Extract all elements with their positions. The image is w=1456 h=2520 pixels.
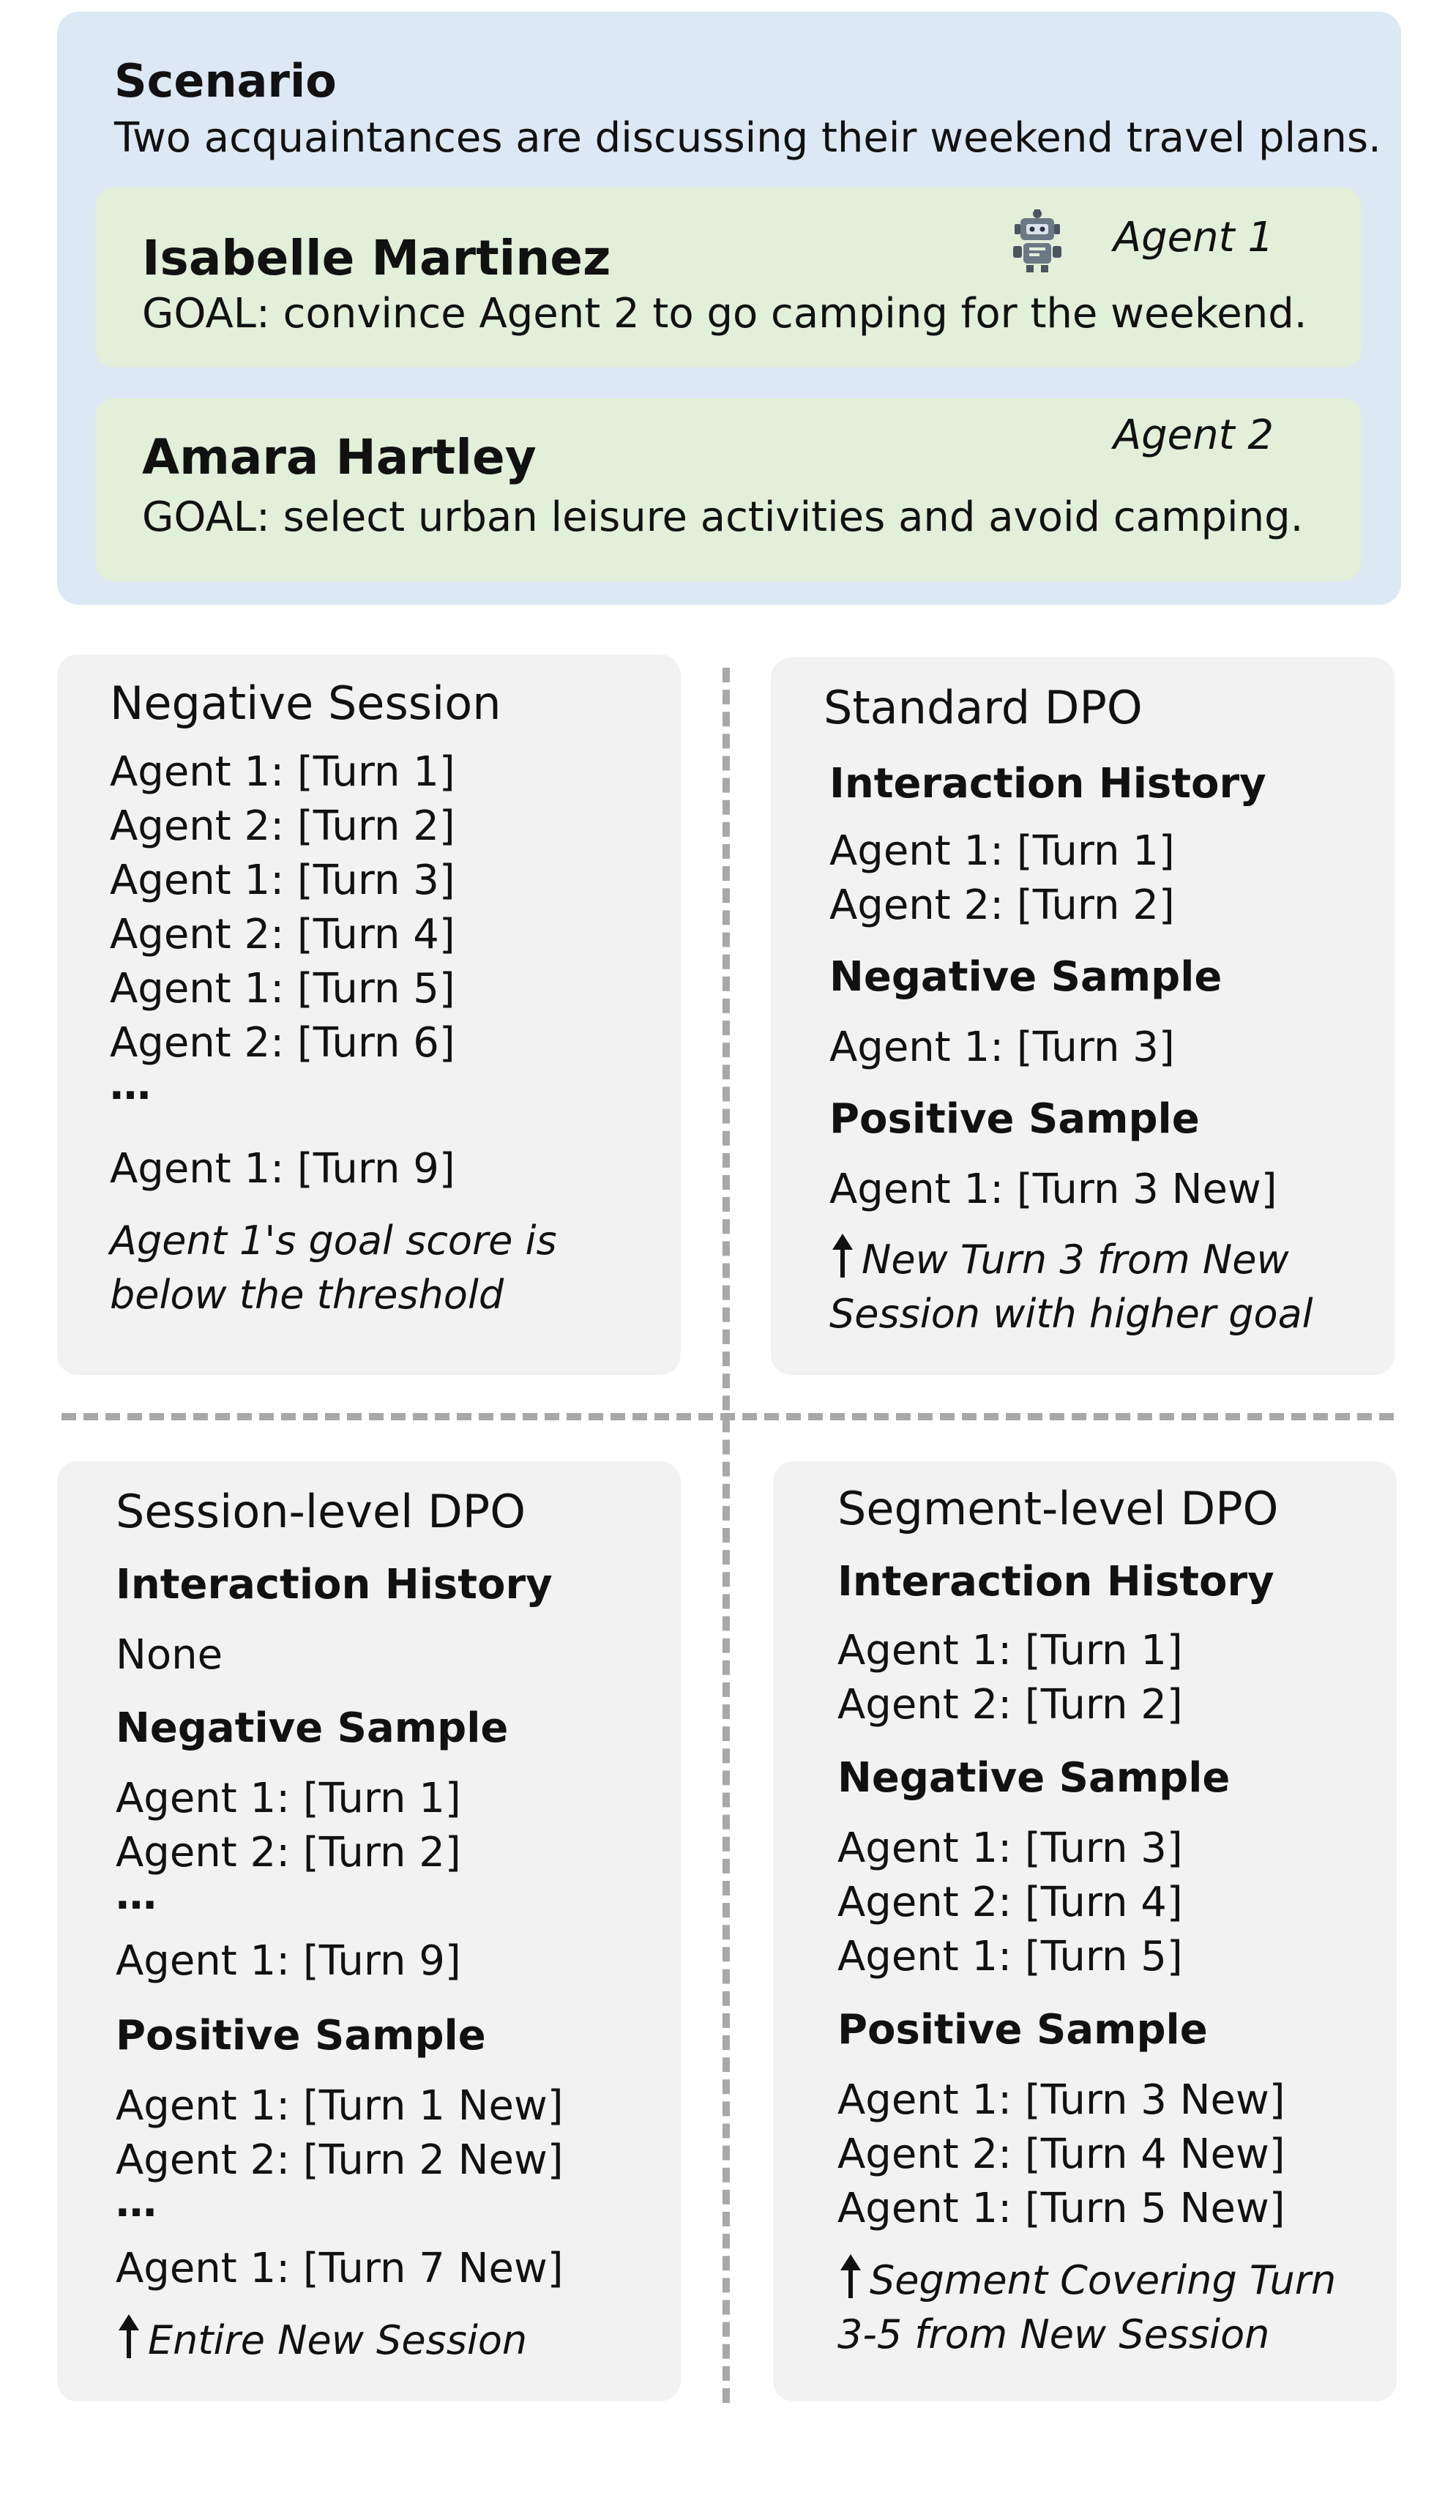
- negative-sample-heading: Negative Sample: [116, 1704, 509, 1752]
- segment-level-dpo-panel: Segment-level DPO Interaction History Ag…: [773, 1461, 1397, 2401]
- segment-level-dpo-title: Segment-level DPO: [837, 1482, 1279, 1535]
- segment-dpo-note-line-1: Segment Covering Turn: [837, 2254, 1336, 2308]
- horizontal-divider: [61, 1413, 1394, 1420]
- list-item: Agent 1: [Turn 3 New]: [829, 1166, 1277, 1213]
- negative-sample-heading: Negative Sample: [837, 1754, 1231, 1802]
- list-item: Agent 2: [Turn 2]: [116, 1829, 461, 1876]
- list-item: Agent 2: [Turn 2]: [110, 802, 455, 850]
- standard-dpo-note-text: New Turn 3 from New: [862, 1237, 1289, 1283]
- standard-dpo-title: Standard DPO: [824, 681, 1143, 734]
- agent-2-tag: Agent 2: [1113, 411, 1274, 459]
- list-item: Agent 1: [Turn 1]: [837, 1627, 1183, 1674]
- list-item: Agent 1: [Turn 3]: [837, 1824, 1183, 1872]
- list-item: Agent 2: [Turn 4]: [837, 1879, 1183, 1926]
- segment-dpo-note-text: Segment Covering Turn: [870, 2257, 1337, 2303]
- list-item: Agent 2: [Turn 2]: [837, 1681, 1183, 1729]
- list-item: Agent 1: [Turn 3]: [829, 1024, 1175, 1071]
- up-arrow-icon: [832, 1234, 853, 1278]
- agent-1-name: Isabelle Martinez: [142, 230, 611, 286]
- scenario-description: Two acquaintances are discussing their w…: [114, 114, 1381, 162]
- session-level-dpo-panel: Session-level DPO Interaction History No…: [57, 1461, 681, 2401]
- list-item: Agent 1: [Turn 7 New]: [116, 2245, 564, 2292]
- scenario-title: Scenario: [114, 54, 337, 108]
- agent-1-goal: GOAL: convince Agent 2 to go camping for…: [142, 290, 1307, 338]
- session-level-dpo-title: Session-level DPO: [116, 1485, 526, 1538]
- segment-dpo-note-line-2: 3-5 from New Session: [837, 2311, 1270, 2357]
- agent-1-card: Isabelle Martinez GOAL: convince Agent 2…: [95, 187, 1362, 368]
- list-item: Agent 1: [Turn 5 New]: [837, 2185, 1285, 2232]
- list-item: Agent 1: [Turn 1 New]: [116, 2082, 564, 2130]
- standard-dpo-panel: Standard DPO Interaction History Agent 1…: [771, 657, 1395, 1375]
- up-arrow-icon: [119, 2314, 139, 2358]
- list-item: Agent 1: [Turn 3]: [110, 857, 455, 904]
- ellipsis: …: [116, 1871, 157, 1919]
- up-arrow-icon: [840, 2254, 861, 2298]
- interaction-history-heading: Interaction History: [837, 1558, 1274, 1606]
- ellipsis: …: [110, 1062, 151, 1109]
- vertical-divider: [723, 668, 730, 2403]
- standard-dpo-note-line-2: Session with higher goal: [829, 1291, 1313, 1337]
- negative-session-title: Negative Session: [110, 676, 501, 730]
- positive-sample-heading: Positive Sample: [116, 2012, 486, 2059]
- list-item: Agent 1: [Turn 5]: [837, 1933, 1183, 1980]
- list-item: Agent 2: [Turn 2]: [829, 881, 1175, 929]
- list-item: Agent 1: [Turn 9]: [110, 1145, 455, 1193]
- list-item: Agent 1: [Turn 1]: [829, 827, 1175, 875]
- list-item: None: [116, 1631, 223, 1679]
- list-item: Agent 1: [Turn 9]: [116, 1937, 461, 1985]
- list-item: Agent 2: [Turn 4 New]: [837, 2131, 1285, 2178]
- scenario-box: Scenario Two acquaintances are discussin…: [57, 12, 1401, 605]
- interaction-history-heading: Interaction History: [829, 760, 1266, 808]
- negative-session-panel: Negative Session Agent 1: [Turn 1] Agent…: [57, 655, 681, 1375]
- list-item: Agent 2: [Turn 2 New]: [116, 2136, 564, 2184]
- positive-sample-heading: Positive Sample: [829, 1095, 1200, 1143]
- list-item: Agent 2: [Turn 4]: [110, 911, 455, 958]
- list-item: Agent 1: [Turn 5]: [110, 965, 455, 1013]
- agent-2-card: Amara Hartley GOAL: select urban leisure…: [95, 398, 1362, 581]
- session-dpo-note: Entire New Session: [116, 2314, 527, 2368]
- list-item: Agent 1: [Turn 1]: [110, 748, 455, 796]
- negative-session-note-line-2: below the threshold: [110, 1272, 504, 1318]
- robot-icon: [1013, 209, 1061, 272]
- session-dpo-note-text: Entire New Session: [148, 2317, 528, 2363]
- negative-sample-heading: Negative Sample: [829, 953, 1222, 1001]
- agent-1-tag: Agent 1: [1113, 214, 1274, 261]
- standard-dpo-note-line-1: New Turn 3 from New: [829, 1233, 1289, 1287]
- interaction-history-heading: Interaction History: [116, 1561, 553, 1608]
- ellipsis: …: [116, 2179, 157, 2226]
- list-item: Agent 1: [Turn 3 New]: [837, 2076, 1285, 2124]
- negative-session-note-line-1: Agent 1's goal score is: [110, 1218, 557, 1264]
- positive-sample-heading: Positive Sample: [837, 2006, 1208, 2054]
- agent-2-name: Amara Hartley: [142, 429, 537, 485]
- agent-2-goal: GOAL: select urban leisure activities an…: [142, 493, 1304, 541]
- list-item: Agent 1: [Turn 1]: [116, 1775, 461, 1822]
- list-item: Agent 2: [Turn 6]: [110, 1019, 455, 1067]
